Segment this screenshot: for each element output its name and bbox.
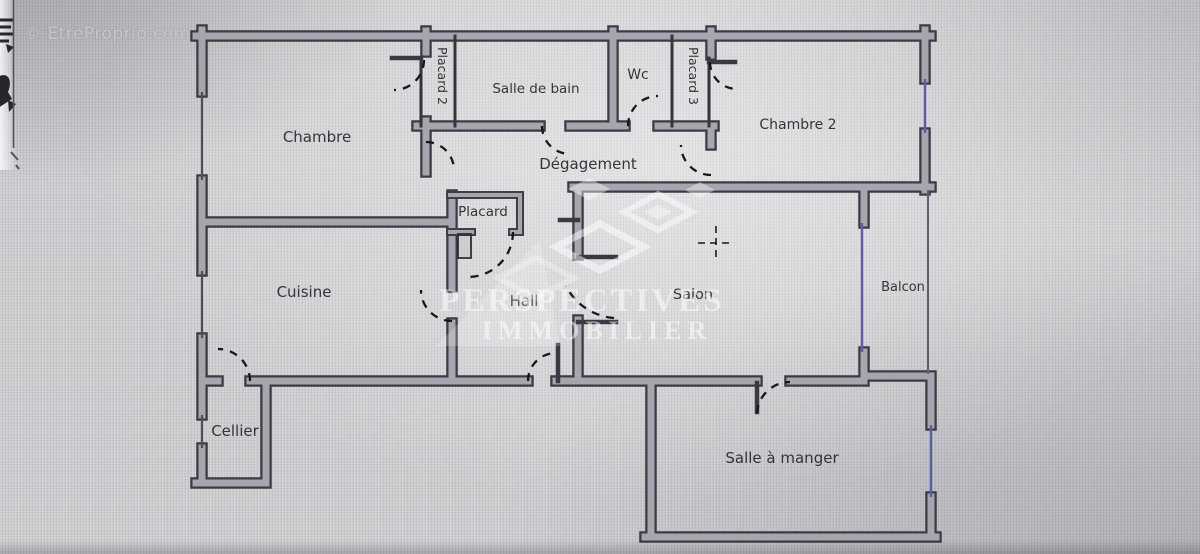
room-label-placard3: Placard 3 (686, 47, 701, 105)
room-label-placard2: Placard 2 (435, 47, 450, 105)
brand-watermark-line1: PERSPECTIVES (439, 283, 724, 319)
door-arc-wc (626, 94, 659, 127)
window-glass-lines (860, 79, 933, 497)
copyright-watermark: © EtreProprio.com (24, 24, 191, 44)
page-edge-line (10, 0, 20, 170)
door-arc-placard-hall (467, 231, 515, 279)
room-label-balcon: Balcon (881, 280, 925, 295)
room-label-salon: Salon (673, 287, 713, 303)
duct-column (457, 233, 472, 259)
room-label-salle-de-bain: Salle de bain (492, 81, 579, 97)
room-label-placard: Placard (458, 204, 508, 220)
door-arc-salon-hall (564, 285, 615, 320)
room-label-degagement: Dégagement (539, 155, 637, 173)
room-label-cuisine: Cuisine (277, 283, 332, 301)
document-icon (0, 18, 14, 53)
door-arc-chambre (425, 140, 456, 171)
ceiling-light-cross (698, 226, 734, 260)
room-label-wc: Wc (627, 67, 649, 83)
door-arc-entrance (526, 351, 557, 382)
room-label-chambre: Chambre (283, 128, 351, 146)
door-arc-salle-de-bain (540, 125, 571, 156)
brand-watermark-line2: IMMOBILIER (482, 316, 712, 345)
door-arc-placard2 (393, 59, 426, 92)
left-edge-icons (0, 0, 20, 170)
room-label-cellier: Cellier (211, 422, 259, 440)
room-label-salle-a-manger: Salle à manger (725, 449, 839, 467)
door-arc-placard3 (708, 61, 738, 91)
walls-medium-core (448, 193, 522, 234)
door-arc-chambre2 (679, 144, 712, 177)
door-arc-cuisine (419, 289, 453, 323)
walls-thin (419, 34, 711, 128)
room-label-hall: Hall (510, 292, 539, 310)
door-arc-salle-a-manger (755, 380, 791, 414)
room-label-chambre2: Chambre 2 (759, 117, 836, 133)
door-arc-cellier (217, 347, 252, 382)
